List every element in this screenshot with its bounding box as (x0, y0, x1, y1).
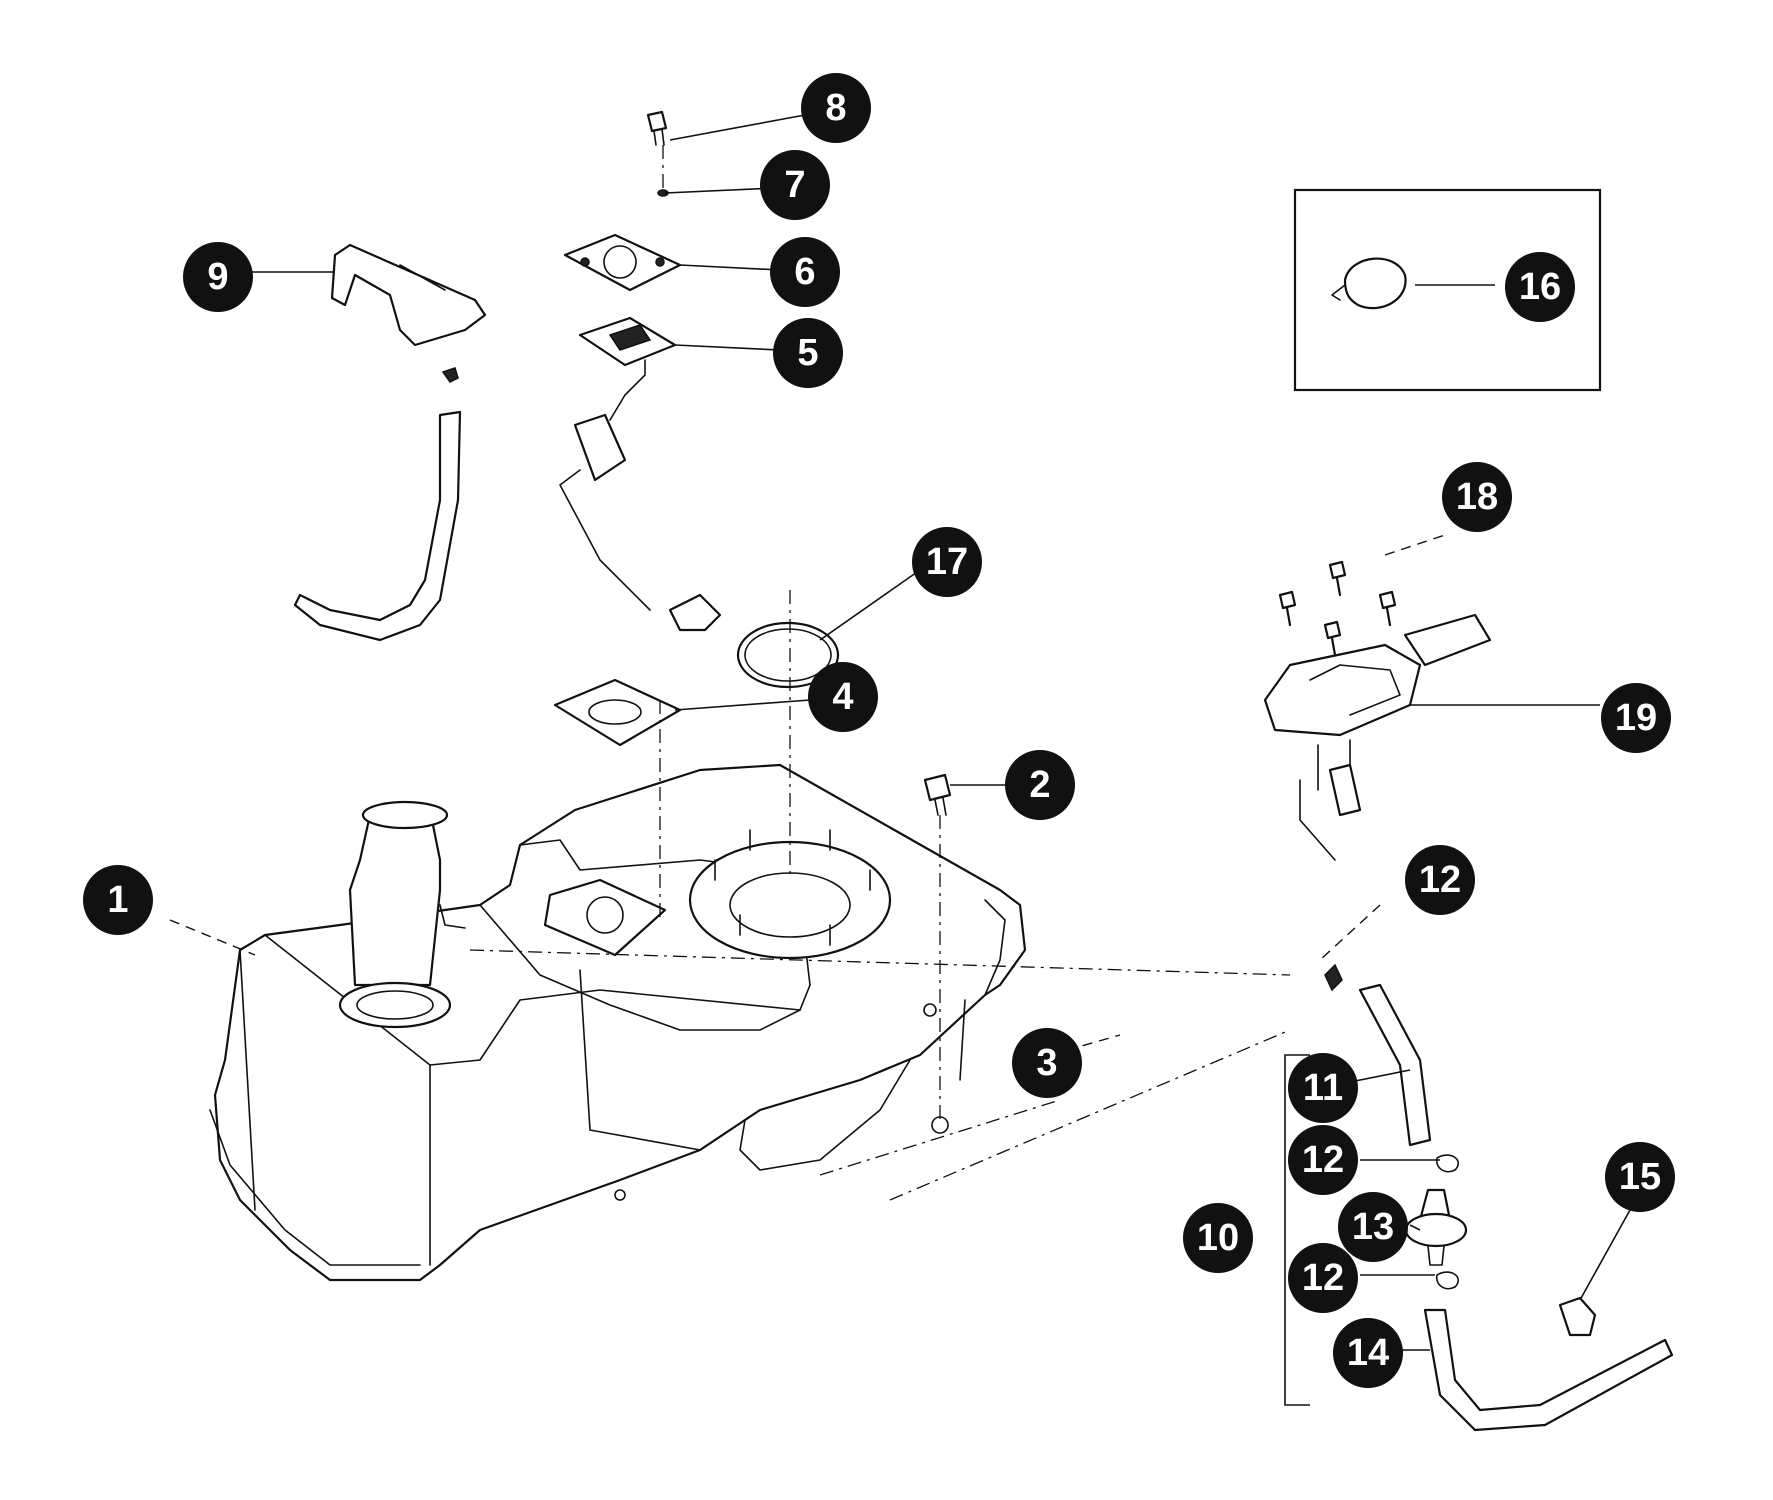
callout-18-label: 18 (1456, 476, 1498, 518)
callout-12-mid-label: 12 (1302, 1139, 1344, 1181)
hose-part-14 (1423, 1308, 1674, 1432)
leader-lines (169, 114, 1631, 1351)
callout-12-low-label: 12 (1302, 1257, 1344, 1299)
fuel-pump-part-19 (1263, 613, 1492, 861)
callout-6: 6 (770, 237, 840, 307)
callout-8-label: 8 (825, 87, 846, 129)
callout-13: 13 (1338, 1192, 1408, 1262)
bracket-line-part-10 (1284, 1054, 1310, 1406)
callout-7: 7 (760, 150, 830, 220)
callout-4-label: 4 (832, 676, 853, 718)
callout-11: 11 (1288, 1053, 1358, 1123)
bracket-part-9 (330, 243, 487, 347)
callout-17-label: 17 (926, 541, 968, 583)
callout-15: 15 (1605, 1142, 1675, 1212)
seal-ring-part-17 (736, 621, 840, 689)
callout-10-label: 10 (1197, 1217, 1239, 1259)
gasket-part-4 (553, 678, 682, 747)
callout-8: 8 (801, 73, 871, 143)
callout-7-label: 7 (784, 164, 805, 206)
clip-part-9-hose (293, 367, 462, 642)
callout-3-label: 3 (1036, 1042, 1057, 1084)
callout-18: 18 (1442, 462, 1512, 532)
callout-16-label: 16 (1519, 266, 1561, 308)
screw-part-8 (646, 110, 668, 146)
callout-3: 3 (1012, 1028, 1082, 1098)
callout-12-low: 12 (1288, 1243, 1358, 1313)
callout-12-top: 12 (1405, 845, 1475, 915)
callout-15-label: 15 (1619, 1156, 1661, 1198)
callout-19-label: 19 (1615, 697, 1657, 739)
fuel-gauge-sender-part-5 (559, 316, 722, 632)
callout-12-top-label: 12 (1419, 859, 1461, 901)
screw-part-2 (923, 773, 952, 816)
callout-11-label: 11 (1303, 1067, 1343, 1109)
clip-part-12-mid (1435, 1154, 1460, 1173)
callout-13-label: 13 (1352, 1206, 1394, 1248)
clip-part-12-low (1435, 1271, 1460, 1290)
bolts-part-18 (1278, 560, 1397, 657)
callout-12-mid: 12 (1288, 1125, 1358, 1195)
callout-2-label: 2 (1029, 764, 1050, 806)
callout-16: 16 (1505, 252, 1575, 322)
callout-6-label: 6 (794, 251, 815, 293)
fuel-tank (209, 763, 1027, 1282)
callout-1: 1 (83, 865, 153, 935)
callout-1-label: 1 (107, 879, 128, 921)
callout-14: 14 (1333, 1318, 1403, 1388)
inset-box (1293, 188, 1602, 392)
callout-4: 4 (808, 662, 878, 732)
callout-9: 9 (183, 242, 253, 312)
callout-17: 17 (912, 527, 982, 597)
clip-part-15 (1558, 1296, 1597, 1337)
callout-19: 19 (1601, 683, 1671, 753)
callout-5: 5 (773, 318, 843, 388)
valve-part-13 (1404, 1188, 1468, 1266)
plate-part-6 (563, 233, 682, 292)
callout-14-label: 14 (1347, 1332, 1389, 1374)
callout-9-label: 9 (207, 256, 228, 298)
callout-2: 2 (1005, 750, 1075, 820)
callout-10: 10 (1183, 1203, 1253, 1273)
vent-hose-part-11 (1358, 983, 1432, 1147)
callout-5-label: 5 (797, 332, 818, 374)
clip-part-12-top (1324, 963, 1343, 992)
